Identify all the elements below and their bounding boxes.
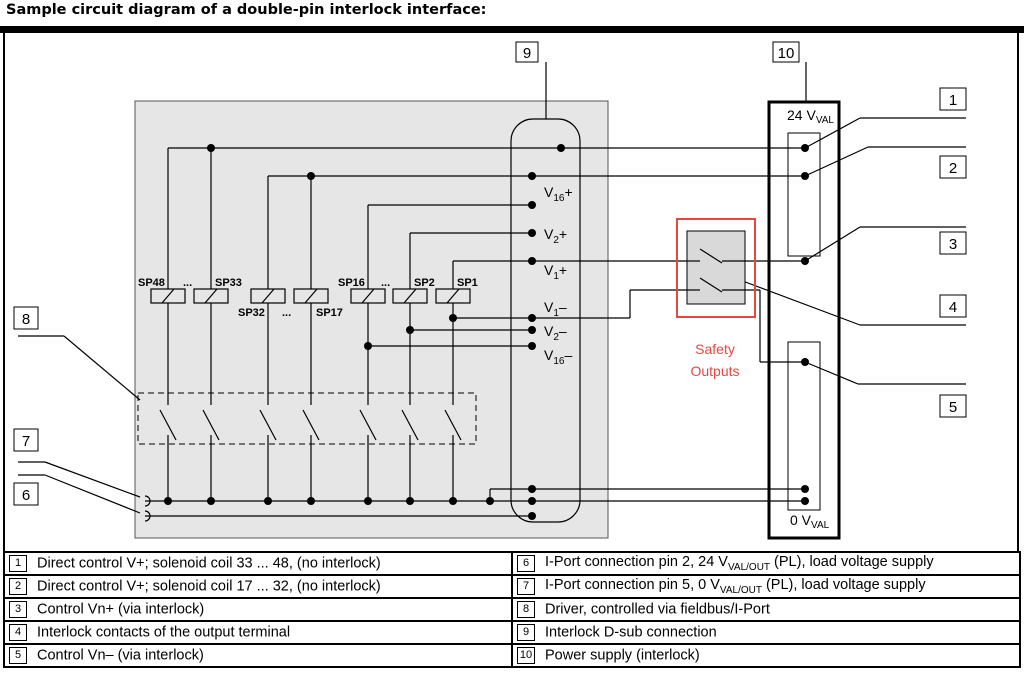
callout-7: 7: [22, 433, 30, 450]
pin-v2-minus: V2–: [544, 323, 567, 343]
legend-num: 4: [9, 624, 27, 641]
legend-item-3: 3 Control Vn+ (via interlock): [3, 597, 513, 622]
legend-item-10: 10 Power supply (interlock): [511, 643, 1021, 668]
callout-2: 2: [949, 160, 957, 177]
legend-item-6: 6 I-Port connection pin 2, 24 VVAL/OUT (P…: [511, 551, 1021, 576]
pin-v1-plus: V1+: [544, 262, 567, 282]
callout-3: 3: [949, 236, 957, 253]
legend-text: Interlock D-sub connection: [545, 624, 717, 641]
title-underline: [0, 26, 1024, 33]
legend-item-9: 9 Interlock D-sub connection: [511, 620, 1021, 645]
safety-label-line2: Outputs: [690, 363, 739, 379]
legend-text: Direct control V+; solenoid coil 33 ... …: [37, 555, 381, 572]
legend-text: Driver, controlled via fieldbus/I-Port: [545, 601, 770, 618]
diagram-frame: [3, 33, 1019, 551]
power-supply-box: [767, 100, 841, 540]
pin-v16-plus: V16+: [544, 184, 573, 204]
page-title: Sample circuit diagram of a double-pin i…: [6, 2, 487, 18]
callout-8: 8: [22, 311, 30, 328]
legend-item-7: 7 I-Port connection pin 5, 0 VVAL/OUT (PL…: [511, 574, 1021, 599]
valve-label-sp33: SP33: [215, 277, 242, 289]
valve-label-ellipsis-2: ...: [381, 277, 390, 289]
legend-num: 2: [9, 578, 27, 595]
valve-label-sp17: SP17: [316, 307, 343, 319]
legend-num: 10: [517, 647, 535, 664]
supply-label-24v: 24 VVAL: [787, 107, 834, 126]
valve-label-ellipsis-1: ...: [183, 277, 192, 289]
legend-text: Power supply (interlock): [545, 647, 700, 664]
pin-v1-minus: V1–: [544, 299, 567, 319]
callout-6: 6: [22, 487, 30, 504]
valve-label-ellipsis-3: ...: [282, 307, 291, 319]
valve-label-sp48: SP48: [138, 277, 165, 289]
legend-text: Control Vn+ (via interlock): [37, 601, 205, 618]
legend-num: 9: [517, 624, 535, 641]
pin-v2-plus: V2+: [544, 226, 567, 246]
legend-num: 6: [517, 555, 535, 572]
supply-label-0v: 0 VVAL: [790, 512, 830, 531]
legend-item-4: 4 Interlock contacts of the output termin…: [3, 620, 513, 645]
callout-5: 5: [949, 399, 957, 416]
legend-text: Control Vn– (via interlock): [37, 647, 204, 664]
circuit-diagram: 9 10 1 2 3 4 5 8 7 6 SP48 ... SP33 SP16 …: [13, 41, 967, 540]
callout-10: 10: [778, 45, 795, 62]
valve-label-sp1: SP1: [457, 277, 478, 289]
driver-dashed-box: [137, 392, 477, 445]
legend-num: 7: [517, 578, 535, 595]
valve-label-sp16: SP16: [338, 277, 365, 289]
safety-relay-box: [686, 230, 746, 305]
legend-num: 3: [9, 601, 27, 618]
callout-4: 4: [949, 299, 957, 316]
safety-label-line1: Safety: [695, 341, 735, 357]
legend-num: 8: [517, 601, 535, 618]
pin-v16-minus: V16–: [544, 347, 572, 367]
junction-dots: [164, 144, 809, 520]
legend-item-8: 8 Driver, controlled via fieldbus/I-Port: [511, 597, 1021, 622]
legend-table: 1 Direct control V+; solenoid coil 33 ...…: [3, 551, 1021, 668]
legend-text: Direct control V+; solenoid coil 17 ... …: [37, 578, 381, 595]
dsub-connector: [510, 118, 581, 523]
legend-num: 5: [9, 647, 27, 664]
supply-terminal-bottom: [787, 341, 821, 511]
valve-label-sp2: SP2: [414, 277, 435, 289]
supply-terminal-top: [787, 132, 821, 257]
callout-9: 9: [523, 45, 531, 62]
legend-item-2: 2 Direct control V+; solenoid coil 17 ...…: [3, 574, 513, 599]
callout-1: 1: [949, 92, 957, 109]
legend-item-5: 5 Control Vn– (via interlock): [3, 643, 513, 668]
legend-item-1: 1 Direct control V+; solenoid coil 33 ...…: [3, 551, 513, 576]
legend-text: I-Port connection pin 2, 24 VVAL/OUT (PL…: [545, 554, 934, 573]
contact-group: [159, 405, 462, 441]
legend-text: I-Port connection pin 5, 0 VVAL/OUT (PL)…: [545, 577, 926, 596]
safety-outputs-highlight: [676, 218, 756, 318]
legend-text: Interlock contacts of the output termina…: [37, 624, 291, 641]
valve-label-sp32: SP32: [238, 307, 265, 319]
legend-num: 1: [9, 555, 27, 572]
